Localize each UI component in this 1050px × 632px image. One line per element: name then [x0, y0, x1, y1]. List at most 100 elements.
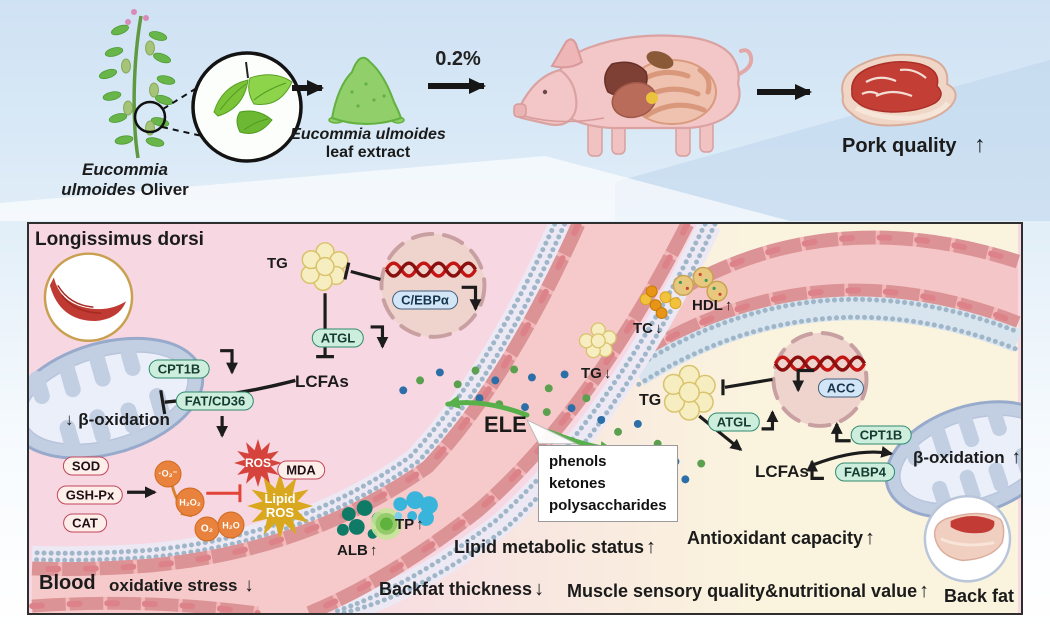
plant-species: ulmoides: [61, 179, 136, 199]
box-pointer: [525, 418, 577, 445]
upper-blood-vessel: [631, 230, 1021, 387]
tp-text: TP: [395, 516, 415, 533]
membrane-beads: [29, 224, 568, 563]
pig-snout: [513, 103, 527, 118]
plant-label: Eucommia ulmoides Oliver: [30, 160, 220, 199]
backfat-cell-bg: [342, 224, 1018, 613]
tc-label: TC↓: [633, 320, 663, 337]
main-blood-vessel: [29, 224, 721, 613]
alb-text: ALB: [337, 542, 368, 559]
conclusion-antioxidant-text: Antioxidant capacity: [687, 528, 864, 548]
cebpa-pill: C/EBPα: [392, 290, 458, 310]
beta-oxidation-left-text: β-oxidation: [78, 410, 170, 429]
extract-label-text: leaf extract: [325, 144, 411, 162]
muscle-circle-icon: [43, 252, 134, 343]
h2o2-icon: H₂O₂: [175, 487, 205, 517]
component-polysaccharides: polysaccharides: [549, 496, 667, 514]
up-arrow-icon: ↑: [369, 542, 378, 559]
o2-icon: O₂: [194, 516, 220, 542]
conclusion-lipid: Lipid metabolic status↑: [454, 536, 656, 559]
alb-label: ALB↑: [337, 542, 377, 559]
conclusion-backfat: Backfat thickness↓: [379, 578, 544, 601]
membrane-beads: [328, 224, 708, 613]
conclusion-antioxidant: Antioxidant capacity↑: [687, 527, 875, 550]
conclusion-backfat-text: Backfat thickness: [379, 579, 533, 599]
cat-pill: CAT: [63, 513, 107, 533]
hdl-icon: [672, 266, 728, 302]
magnified-leaves-icon: [191, 51, 303, 163]
top-illustration: [0, 9, 1050, 221]
cpt1b-left-pill: CPT1B: [148, 359, 210, 379]
extract-label: Eucommia ulmoides leaf extract: [282, 126, 454, 163]
hdl-text: HDL: [692, 297, 723, 314]
up-arrow-icon: ↑: [919, 580, 930, 602]
down-arrow-icon: ↓: [534, 578, 545, 600]
down-arrow-icon: ↓: [655, 320, 663, 337]
up-arrow-icon: ↑: [416, 516, 424, 533]
zoom-region-circle: [133, 100, 167, 134]
beta-oxidation-right-label: β-oxidation ↑: [913, 447, 1021, 469]
atgl-right-pill: ATGL: [707, 412, 761, 432]
up-arrow-icon: ↑: [865, 527, 876, 549]
membrane-beads: [340, 224, 718, 613]
up-arrow-icon: ↑: [724, 297, 733, 314]
panel-title: Longissimus dorsi: [35, 229, 204, 250]
oxidative-stress-text: oxidative stress: [109, 576, 238, 595]
component-ketones: ketones: [549, 474, 606, 492]
mechanism-panel: Longissimus dorsi TG C/EBPα ATGL LCFAs C…: [27, 222, 1023, 615]
up-arrow-icon: ↑: [1011, 447, 1021, 468]
down-arrow-icon: ↓: [244, 575, 254, 596]
pig-illustration: [513, 34, 754, 157]
tg-left-label: TG: [267, 255, 288, 272]
tg-cluster-icon: [662, 364, 716, 421]
beta-oxidation-left-label: ↓ β-oxidation: [63, 410, 170, 430]
cpt1b-right-pill: CPT1B: [850, 425, 912, 445]
tg-cluster-icon: [300, 242, 349, 292]
tg-vessel-label: TG↓: [581, 365, 611, 382]
conclusion-lipid-text: Lipid metabolic status: [454, 537, 645, 557]
pork-quality-label: Pork quality ↑: [842, 131, 986, 158]
down-arrow-icon: ↓: [603, 365, 612, 382]
fabp4-pill: FABP4: [835, 462, 895, 482]
gsh-px-pill: GSH-Px: [56, 485, 124, 505]
up-arrow-icon: ↑: [974, 131, 986, 157]
up-arrow-icon: ↑: [646, 536, 657, 558]
tg-right-label: TG: [639, 392, 662, 409]
nucleus-icon: [379, 231, 487, 339]
atgl-left-pill: ATGL: [311, 328, 365, 348]
lcfas-right-label: LCFAs: [755, 462, 809, 481]
acc-pill: ACC: [817, 378, 865, 398]
tg-cluster-icon: [578, 322, 617, 359]
mda-pill: MDA: [277, 460, 325, 480]
down-arrow-icon: ↓: [65, 410, 74, 429]
leaf-extract-pile-icon: [328, 56, 405, 125]
inhibit-lipid-ros-line: [206, 484, 242, 503]
tp-label: TP↑: [395, 516, 424, 533]
h2o-icon: H₂O: [217, 511, 245, 539]
oxidative-stress-label: oxidative stress ↓: [109, 575, 254, 597]
tc-icon: [639, 285, 682, 320]
tc-text: TC: [633, 320, 653, 337]
blood-label: Blood: [39, 572, 96, 594]
ele-label: ELE: [484, 412, 527, 437]
plant-genus: Eucommia: [82, 160, 168, 179]
component-phenols: phenols: [549, 453, 607, 470]
tp-dots: [393, 491, 438, 526]
membrane-beads: [29, 224, 558, 556]
pig-ear: [550, 38, 584, 69]
sod-pill: SOD: [62, 456, 110, 476]
hdl-label: HDL↑: [692, 297, 732, 314]
backfat-icon: [923, 494, 1012, 583]
beta-oxidation-right-text: β-oxidation: [913, 448, 1005, 467]
conclusion-muscle: Muscle sensory quality&nutritional value…: [567, 580, 929, 603]
extract-species: Eucommia ulmoides: [290, 126, 446, 143]
pork-meat-icon: [841, 53, 957, 127]
backfat-label: Back fat: [943, 586, 1015, 606]
lcfas-left-label: LCFAs: [295, 372, 349, 391]
pig-tail: [735, 48, 754, 77]
lipid-ros-line1: Lipid: [264, 491, 296, 507]
dose-label: 0.2%: [435, 48, 481, 70]
superoxide-icon: ·O₂⁻: [154, 460, 182, 488]
nucleus-icon: [771, 330, 869, 428]
